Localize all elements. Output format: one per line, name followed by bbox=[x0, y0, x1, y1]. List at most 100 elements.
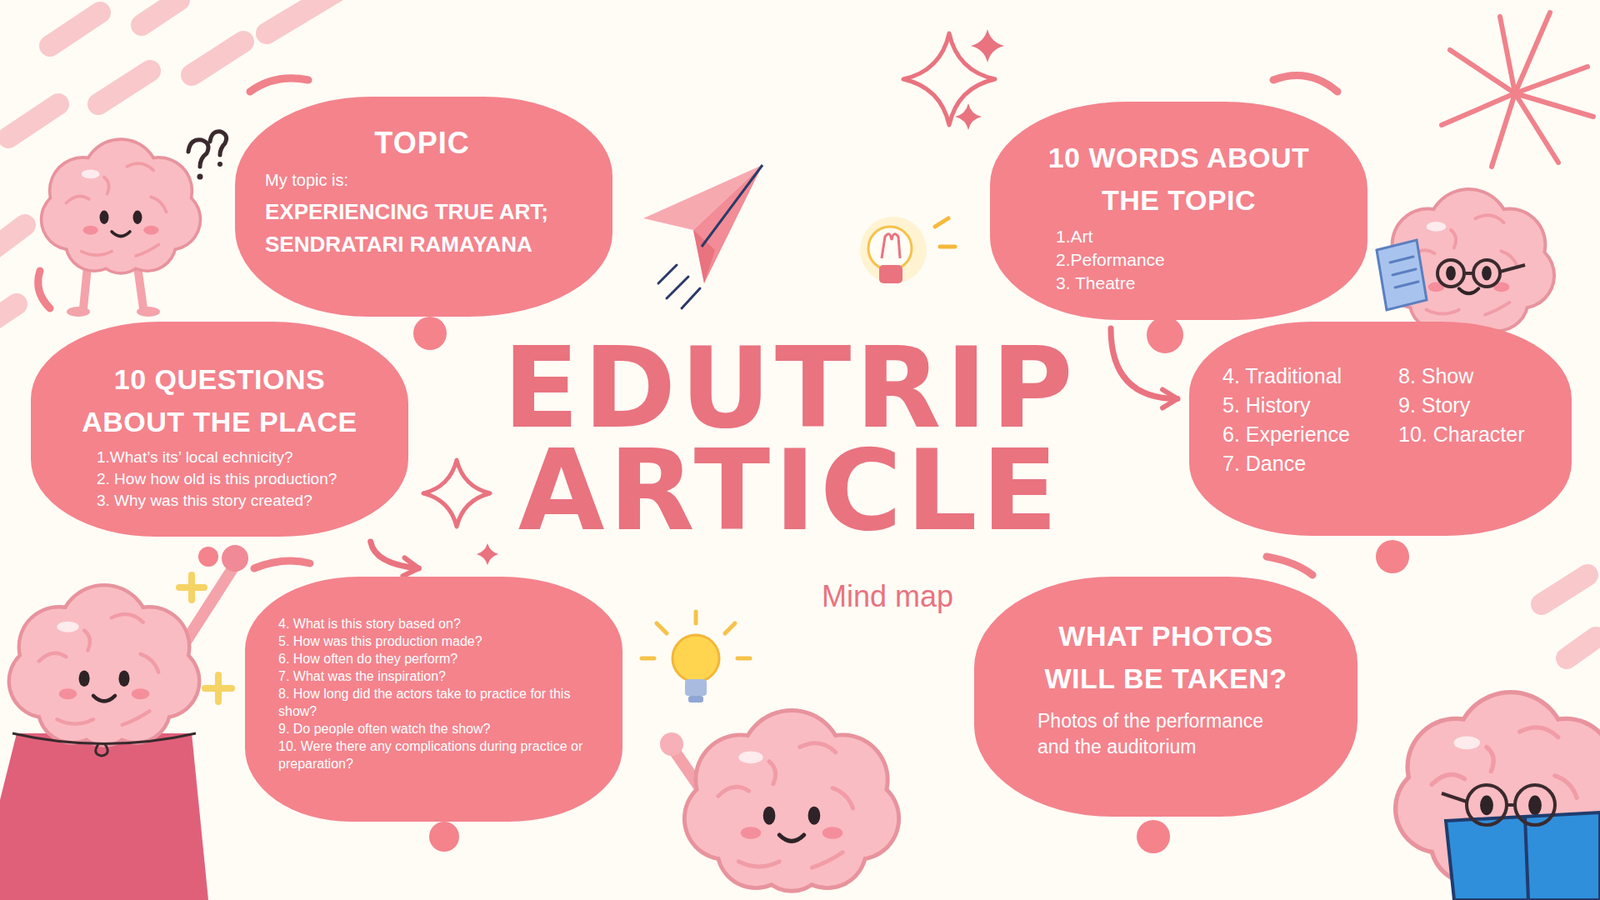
word-item: 7. Dance bbox=[1222, 449, 1399, 479]
blob-note: My topic is: bbox=[265, 169, 580, 191]
waving-brain bbox=[660, 732, 684, 756]
topic-title: EXPERIENCING TRUE ART; SENDRATARI RAMAYA… bbox=[265, 195, 580, 261]
plus-signs bbox=[205, 685, 232, 692]
starburst bbox=[1515, 12, 1550, 94]
blob-heading: 10 WORDS ABOUT THE TOPIC bbox=[1037, 136, 1321, 222]
connector-arrow bbox=[370, 541, 420, 569]
idea-blob: 10 WORDS ABOUT THE TOPIC 1.Art2.Peformanc… bbox=[990, 101, 1368, 320]
blob-dots bbox=[1136, 820, 1170, 854]
idea-blob: 4. What is this story based on?5. How wa… bbox=[245, 576, 623, 822]
reading-brain bbox=[1390, 256, 1414, 263]
lightbulb bbox=[860, 216, 927, 284]
reading-brain bbox=[1437, 260, 1525, 287]
reading-brain bbox=[1376, 187, 1556, 335]
diagram-caption: Mind map bbox=[787, 578, 988, 615]
book-brain bbox=[1441, 785, 1555, 825]
question-item: 8. How long did the actors take to pract… bbox=[278, 685, 590, 720]
starburst bbox=[1515, 93, 1559, 163]
question-item: 9. Do people often watch the show? bbox=[278, 720, 590, 738]
lightbulb bbox=[879, 265, 903, 284]
sparkles bbox=[955, 103, 982, 130]
lightbulb bbox=[641, 611, 750, 703]
word-item: 2.Peformance bbox=[1055, 248, 1335, 272]
reading-brain bbox=[1437, 260, 1465, 287]
corner-stripes bbox=[50, 12, 100, 46]
lightbulb bbox=[868, 226, 912, 270]
blob-bumps bbox=[38, 270, 50, 309]
paper-plane bbox=[693, 165, 763, 284]
sparkles bbox=[423, 460, 490, 527]
book-brain bbox=[1445, 812, 1600, 900]
blob-dots bbox=[198, 546, 219, 567]
book-brain bbox=[1515, 785, 1555, 825]
paper-plane bbox=[681, 288, 700, 309]
corner-stripes bbox=[8, 104, 59, 138]
book-brain bbox=[1393, 690, 1600, 900]
lightbulb bbox=[737, 656, 750, 661]
corner-stripes bbox=[1541, 575, 1588, 605]
starburst bbox=[1500, 16, 1515, 94]
paper-plane bbox=[643, 165, 763, 309]
lightbulb bbox=[935, 218, 955, 247]
photo-note: Photos of the performance and the audito… bbox=[1037, 708, 1288, 760]
thinking-brain bbox=[66, 306, 90, 317]
word-item: 4. Traditional bbox=[1222, 361, 1399, 391]
lightbulb bbox=[881, 234, 900, 259]
reading-brain bbox=[1376, 240, 1427, 310]
blob-bumps bbox=[1266, 556, 1313, 575]
word-item: 6. Experience bbox=[1222, 420, 1399, 450]
diagram-title: EDUTRIP ARTICLE bbox=[415, 337, 1165, 544]
question-item: 10. Were there any complications during … bbox=[278, 737, 590, 773]
word-item: 1.Art bbox=[1055, 225, 1335, 249]
plus-signs bbox=[179, 584, 205, 591]
book-brain bbox=[1506, 803, 1515, 807]
reading-brain bbox=[1395, 281, 1419, 288]
thinking-brain bbox=[40, 131, 227, 317]
paper-plane bbox=[658, 265, 677, 284]
lightbulb bbox=[641, 656, 655, 661]
corner-stripes bbox=[266, 0, 350, 34]
corner-stripes bbox=[141, 0, 180, 25]
sparkles bbox=[970, 29, 1005, 63]
corner-stripes bbox=[0, 304, 17, 321]
idea-blob: 10 QUESTIONS ABOUT THE PLACE1.What’s its… bbox=[30, 321, 409, 537]
idea-blob: TOPICMy topic is:EXPERIENCING TRUE ART; … bbox=[235, 96, 613, 317]
hero-brain bbox=[12, 733, 196, 745]
lightbulb bbox=[940, 245, 955, 250]
thinking-brain bbox=[83, 266, 88, 309]
lightbulb bbox=[935, 218, 949, 227]
corner-stripes bbox=[98, 70, 150, 105]
thinking-brain bbox=[136, 306, 160, 317]
word-item: 10. Character bbox=[1398, 420, 1547, 450]
sparkles bbox=[476, 543, 499, 565]
book-brain bbox=[1466, 785, 1507, 825]
starburst bbox=[1441, 12, 1594, 167]
thinking-brain bbox=[40, 137, 203, 275]
thinking-brain bbox=[197, 174, 204, 180]
connector-arrow bbox=[1110, 328, 1178, 400]
word-columns: 4. Traditional5. History6. Experience7. … bbox=[1222, 361, 1547, 479]
lightbulb bbox=[688, 695, 704, 703]
hero-brain bbox=[7, 583, 202, 748]
blob-dots bbox=[1146, 316, 1184, 354]
question-item: 3. Why was this story created? bbox=[96, 490, 375, 512]
thinking-brain bbox=[137, 266, 144, 309]
blob-bumps bbox=[254, 560, 310, 569]
lightbulb bbox=[672, 635, 720, 682]
question-item: 1.What’s its’ local echnicity? bbox=[96, 446, 375, 469]
plus-signs bbox=[179, 575, 232, 702]
word-item: 3. Theatre bbox=[1055, 271, 1335, 295]
corner-stripes bbox=[0, 0, 1596, 659]
blob-dots bbox=[413, 316, 447, 350]
paper-plane bbox=[658, 265, 700, 309]
blob-heading: 10 QUESTIONS ABOUT THE PLACE bbox=[78, 358, 362, 444]
corner-stripes bbox=[191, 41, 244, 75]
word-item: 5. History bbox=[1222, 390, 1399, 420]
paper-plane bbox=[666, 276, 689, 299]
question-item: 4. What is this story based on? bbox=[278, 615, 590, 633]
reading-brain bbox=[1500, 265, 1525, 272]
book-brain bbox=[1441, 793, 1467, 802]
question-item: 6. How often do they perform? bbox=[278, 650, 590, 668]
hero-brain bbox=[0, 545, 249, 900]
reading-brain bbox=[1392, 269, 1416, 275]
